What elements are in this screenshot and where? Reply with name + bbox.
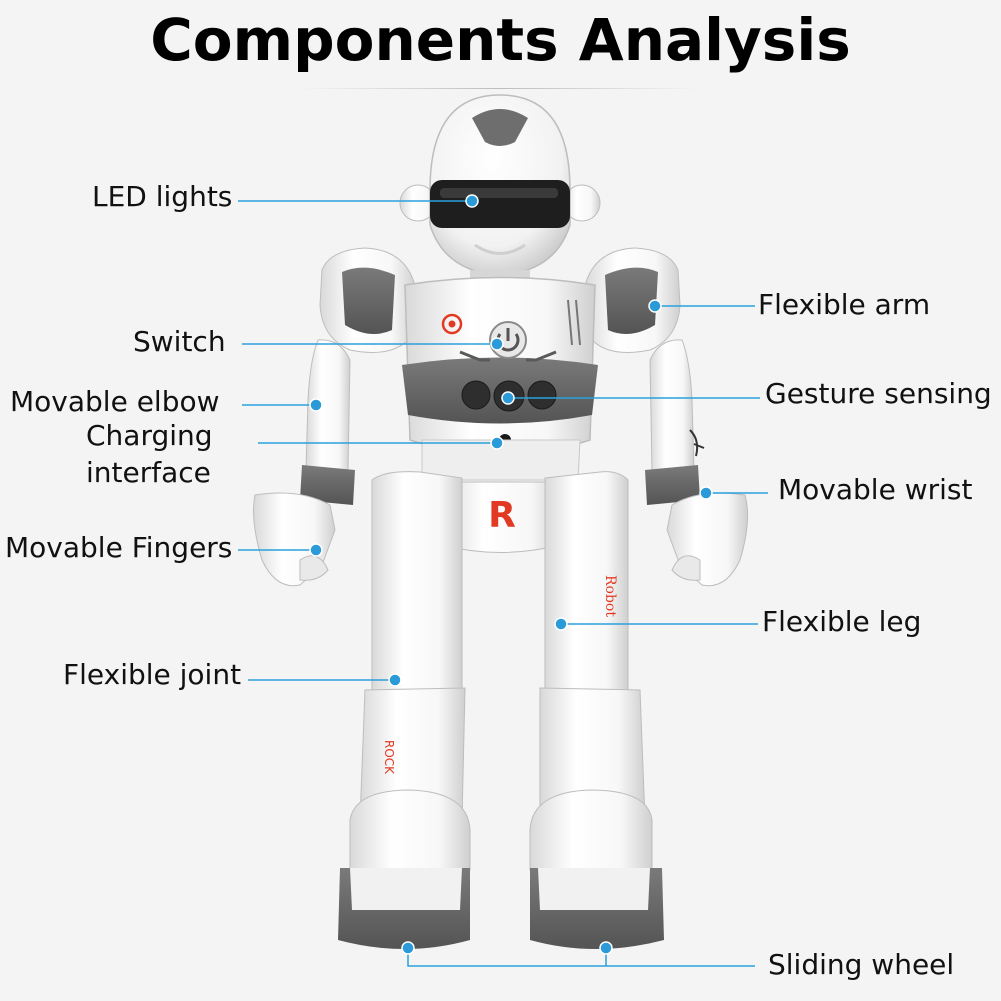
leg-text-right: Robot [602, 575, 618, 617]
dot-charging [490, 436, 504, 450]
title-divider [300, 88, 700, 89]
dot-movable-fingers [309, 543, 323, 557]
dot-led-lights [465, 194, 479, 208]
dot-flexible-joint [388, 673, 402, 687]
label-switch: Switch [133, 325, 226, 358]
label-sliding-wheel: Sliding wheel [768, 948, 955, 981]
label-movable-fingers: Movable Fingers [5, 531, 233, 564]
label-charging-line1: Charging [86, 419, 213, 452]
dot-gesture-sensing [501, 391, 515, 405]
dot-flexible-leg [554, 617, 568, 631]
page-title: Components Analysis [150, 6, 851, 74]
label-led-lights: LED lights [92, 180, 233, 213]
label-flexible-arm: Flexible arm [758, 288, 931, 321]
dot-sliding-wheel-right [599, 941, 613, 955]
left-leg: ROCK [338, 471, 471, 949]
label-movable-wrist: Movable wrist [778, 473, 973, 506]
robot-torso [402, 276, 598, 456]
dot-switch [490, 337, 504, 351]
dot-movable-elbow [309, 398, 323, 412]
label-gesture-sensing: Gesture sensing [765, 377, 992, 410]
chest-letter: R [488, 495, 516, 536]
robot: R ROCK [253, 94, 749, 949]
right-arm [645, 339, 749, 587]
dot-movable-wrist [699, 486, 713, 500]
leader-dots [309, 194, 713, 955]
led-visor [430, 180, 570, 228]
label-charging-line2: interface [86, 456, 211, 489]
robot-head [399, 94, 601, 276]
dot-sliding-wheel-left [401, 941, 415, 955]
leg-text-left: ROCK [382, 740, 396, 775]
leader-sliding-wheel [407, 948, 755, 967]
label-movable-elbow: Movable elbow [10, 385, 220, 418]
label-flexible-leg: Flexible leg [762, 605, 922, 638]
left-shoulder [319, 247, 417, 353]
left-arm [253, 339, 355, 587]
right-leg: Robot [529, 471, 664, 949]
dot-flexible-arm [648, 299, 662, 313]
robot-pelvis: R [421, 439, 581, 553]
right-shoulder [583, 247, 681, 353]
label-flexible-joint: Flexible joint [63, 658, 242, 691]
